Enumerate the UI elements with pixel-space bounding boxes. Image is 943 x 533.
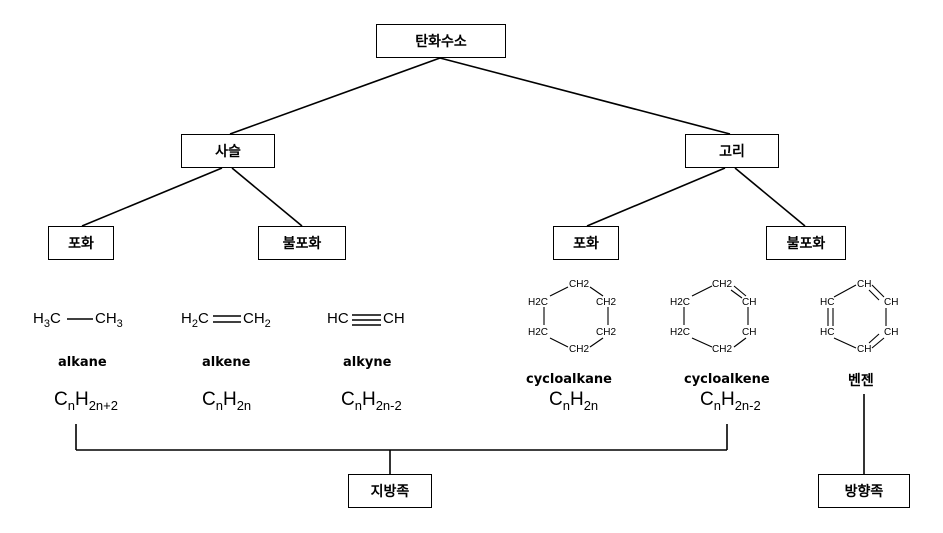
node-aromatic: 방향족 [818,474,910,508]
cycloalkene-name: cycloalkene [684,372,770,387]
alkyne-name: alkyne [343,355,392,370]
edge-ring-saturated [586,167,726,227]
cycloalkene-bond [691,285,713,297]
cycloalkene-atom: CH [742,297,757,308]
alkane-structure-left: H3C [33,310,61,330]
benzene-bond [871,337,885,349]
node-aliphatic: 지방족 [348,474,432,508]
benzene-bond [833,337,857,349]
benzene-atom: CH [857,344,872,355]
cycloalkane-bond [549,337,569,348]
cycloalkane-atom: CH2 [596,297,617,308]
alkene-structure-right: CH2 [243,310,271,330]
edge-chain-unsaturated [231,167,303,227]
cycloalkane-name: cycloalkane [526,372,612,387]
cycloalkene-atom: H2C [670,327,691,338]
cycloalkene-bond [691,337,713,348]
cycloalkane-formula: CnH2n [549,389,599,413]
cycloalkene-formula: CnH2n-2 [700,389,761,413]
cycloalkane-bond [589,337,604,348]
alkyne-structure-right: CH [383,310,405,327]
benzene-bond [871,284,885,298]
node-ring-unsaturated: 불포화 [766,226,846,260]
alkane-name: alkane [58,355,107,370]
cycloalkene-atom: H2C [670,297,691,308]
node-ring-saturated: 포화 [553,226,619,260]
alkyne-formula: CnH2n-2 [341,389,402,413]
benzene-bond [868,289,880,301]
cycloalkane-atom: CH2 [596,327,617,338]
alkene-formula: CnH2n [202,389,252,413]
cycloalkane-atom: CH2 [569,279,590,290]
alkyne-structure-left: HC [327,310,349,327]
benzene-atom: CH [857,279,872,290]
benzene-atom: CH [884,297,899,308]
cycloalkane-atom: H2C [528,297,549,308]
benzene-bond [868,333,880,344]
alkene-name: alkene [202,355,251,370]
edge-root-ring [439,57,731,135]
benzene-name: 벤젠 [848,373,874,389]
benzene-atom: CH [884,327,899,338]
node-chain: 사슬 [181,134,275,168]
alkane-formula: CnH2n+2 [54,389,118,413]
node-chain-unsaturated: 불포화 [258,226,346,260]
cycloalkene-bond [733,337,747,348]
cycloalkene-atom: CH2 [712,279,733,290]
cycloalkane-bond [549,286,569,297]
cycloalkene-bond [730,289,743,299]
cycloalkene-atom: CH2 [712,344,733,355]
edge-root-chain [229,57,441,135]
node-ring: 고리 [685,134,779,168]
cycloalkane-bond [589,286,604,297]
node-hydrocarbon: 탄화수소 [376,24,506,58]
alkene-structure-left: H2C [181,310,209,330]
benzene-atom: HC [820,297,835,308]
edge-chain-saturated [81,167,223,227]
benzene-bond [833,284,857,298]
alkane-structure-right: CH3 [95,310,123,330]
edge-ring-unsaturated [734,167,806,227]
node-chain-saturated: 포화 [48,226,114,260]
cycloalkene-bond [733,285,747,297]
cycloalkane-atom: H2C [528,327,549,338]
cycloalkene-atom: CH [742,327,757,338]
benzene-atom: HC [820,327,835,338]
cycloalkane-atom: CH2 [569,344,590,355]
